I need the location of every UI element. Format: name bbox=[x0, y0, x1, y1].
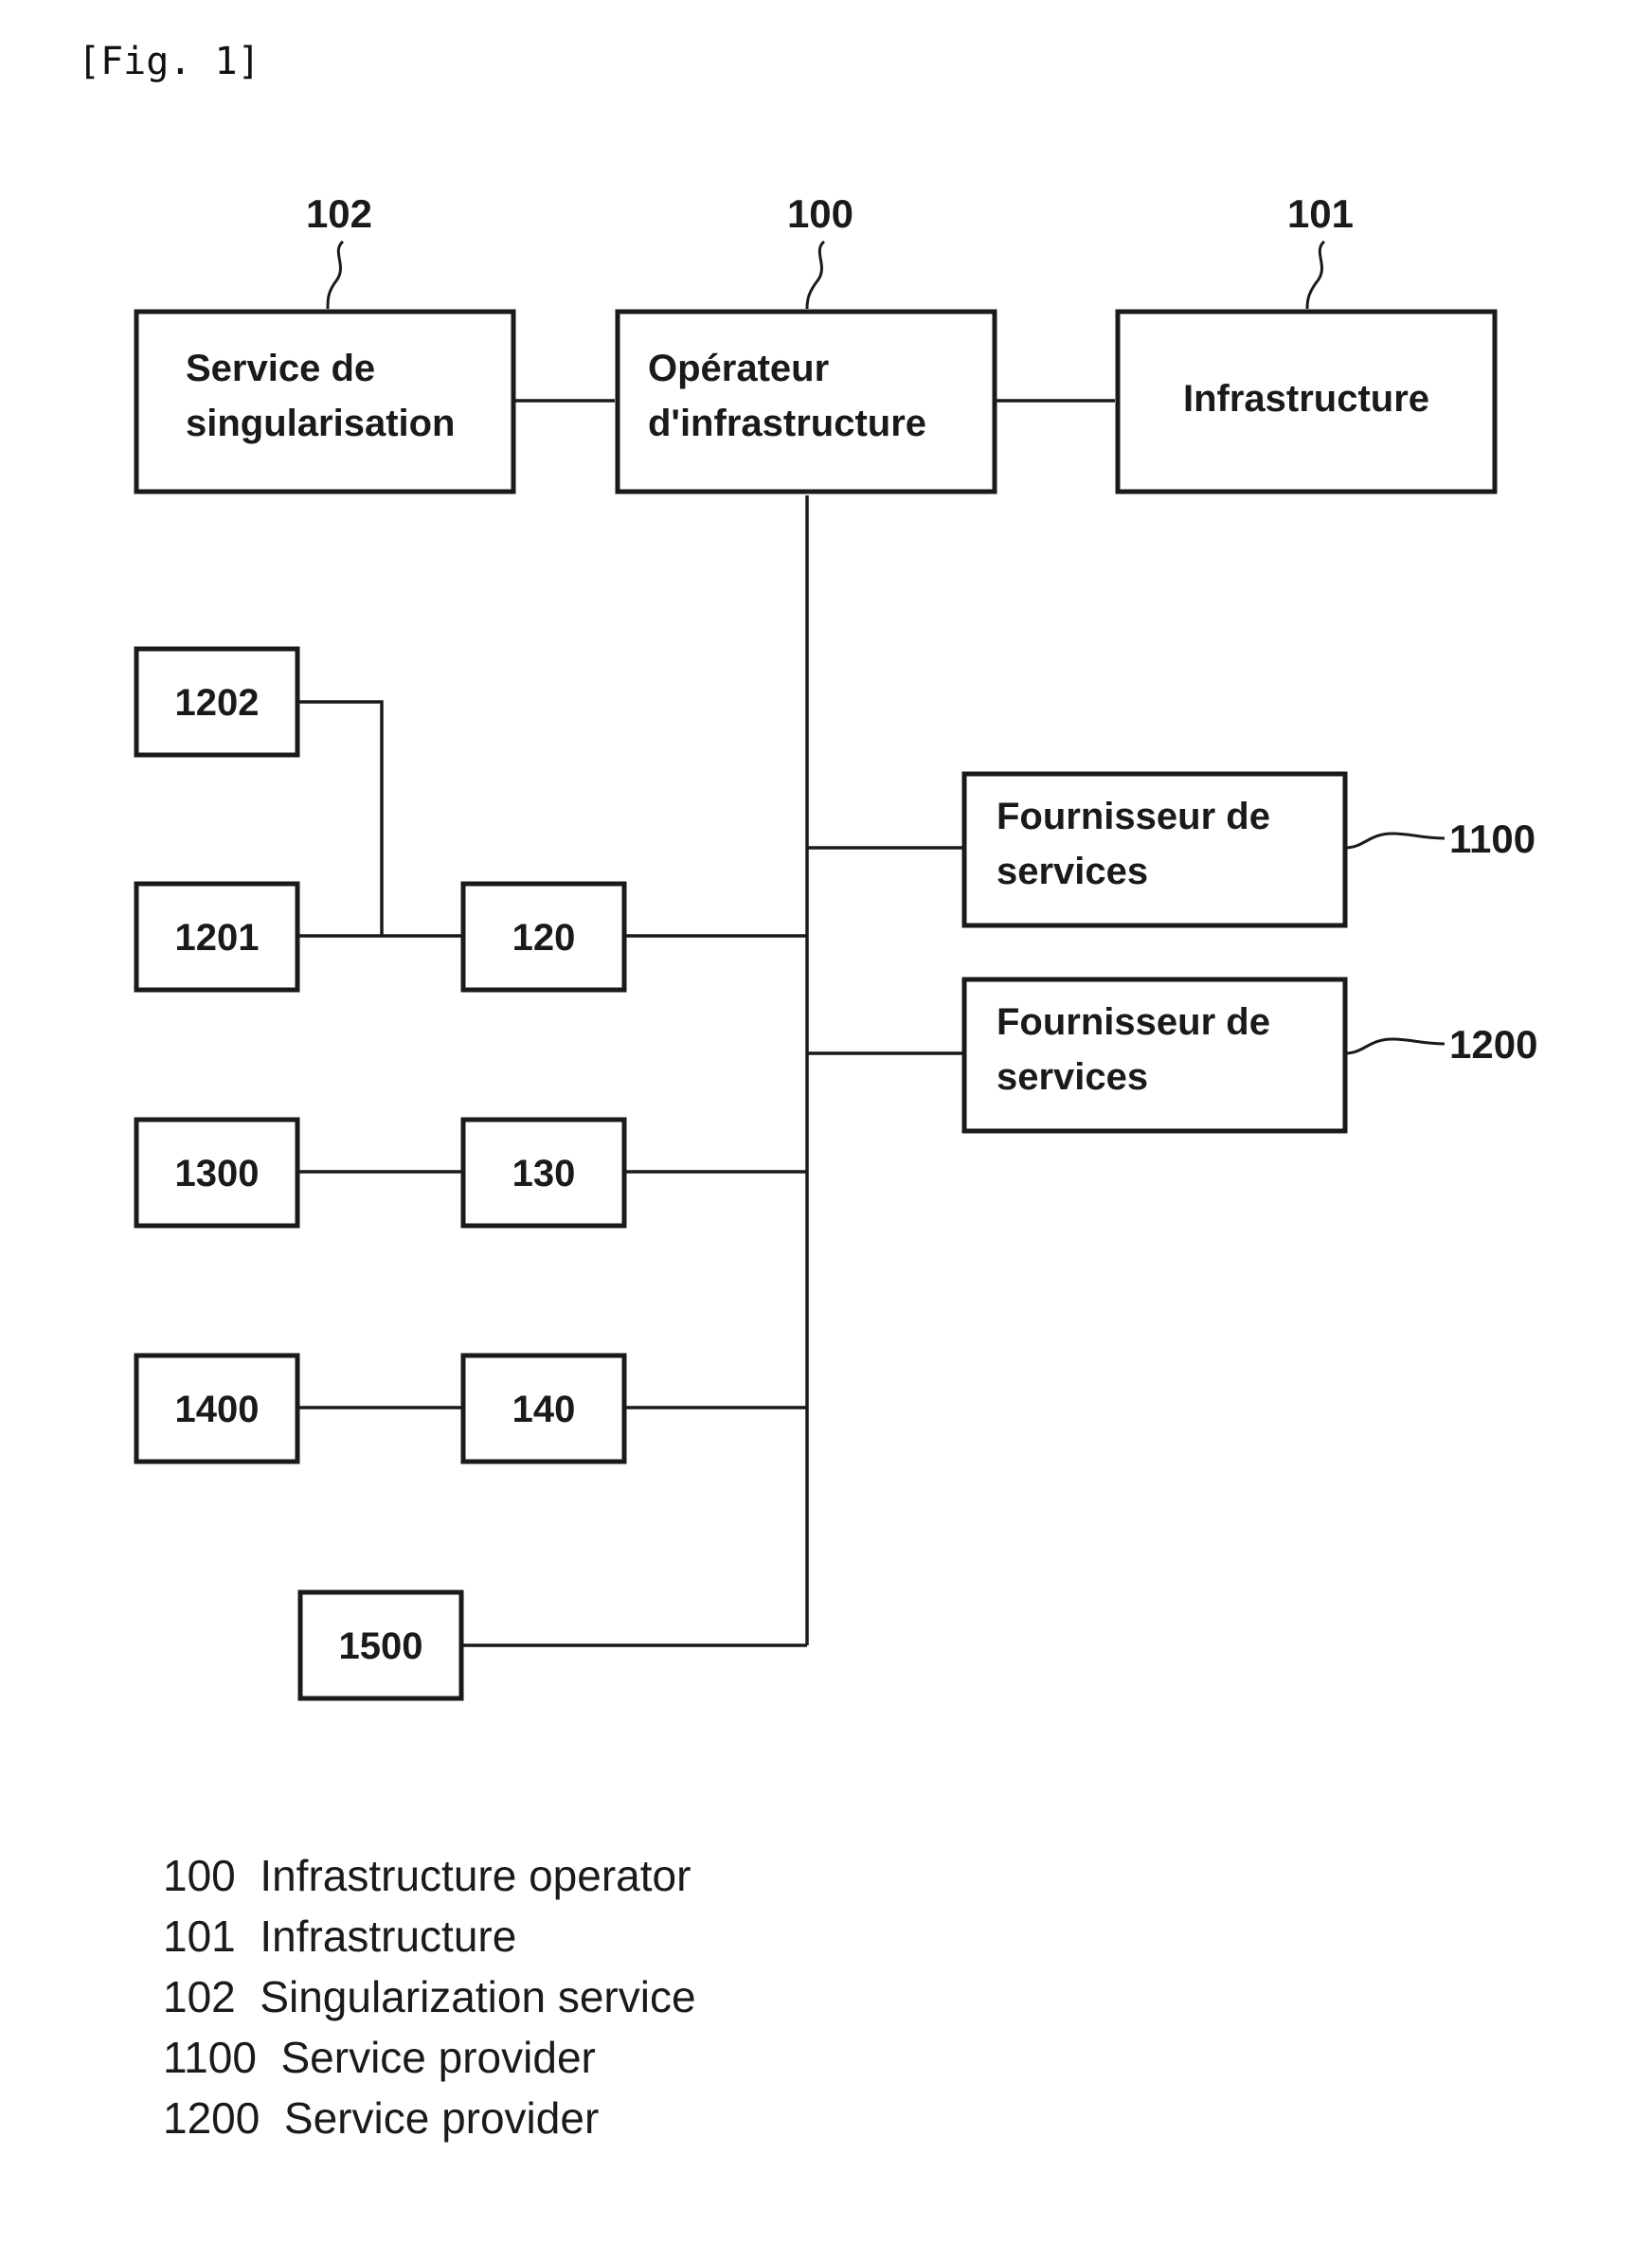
leader-1200 bbox=[1344, 1037, 1446, 1055]
infrastructure-box: Infrastructure bbox=[1115, 309, 1498, 494]
legend-item: 1100 Service provider bbox=[163, 2027, 696, 2088]
box-1202: 1202 bbox=[134, 646, 300, 758]
box-1201: 1201 bbox=[134, 881, 300, 993]
svg-text:1201: 1201 bbox=[175, 917, 260, 959]
provider-1100-line-2: services bbox=[997, 851, 1148, 892]
singularisation-service-box: Service de singularisation bbox=[134, 309, 516, 494]
legend-number: 101 bbox=[163, 1912, 236, 1961]
legend-text: Service provider bbox=[280, 2033, 596, 2082]
box-1500: 1500 bbox=[297, 1589, 464, 1701]
svg-text:120: 120 bbox=[512, 917, 576, 959]
service-provider-1100-box: Fournisseur de services bbox=[961, 771, 1348, 928]
legend-text: Infrastructure operator bbox=[260, 1851, 691, 1900]
ref-102: 102 bbox=[306, 191, 372, 236]
legend-number: 1200 bbox=[163, 2093, 260, 2143]
infrastructure-label: Infrastructure bbox=[1183, 378, 1429, 420]
legend-item: 1200 Service provider bbox=[163, 2088, 696, 2148]
leader-1100 bbox=[1344, 832, 1446, 850]
legend-item: 102 Singularization service bbox=[163, 1966, 696, 2027]
legend: 100 Infrastructure operator 101 Infrastr… bbox=[163, 1845, 696, 2148]
svg-text:130: 130 bbox=[512, 1153, 576, 1194]
ref-101: 101 bbox=[1287, 191, 1354, 236]
infrastructure-operator-box: Opérateur d'infrastructure bbox=[615, 309, 997, 494]
singularisation-line-2: singularisation bbox=[186, 403, 456, 444]
box-1400: 1400 bbox=[134, 1353, 300, 1464]
reference-leaders bbox=[326, 240, 1446, 1055]
ref-1100: 1100 bbox=[1449, 817, 1535, 861]
legend-number: 102 bbox=[163, 1972, 236, 2021]
ref-100: 100 bbox=[787, 191, 853, 236]
legend-text: Service provider bbox=[283, 2093, 600, 2143]
legend-item: 101 Infrastructure bbox=[163, 1906, 696, 1966]
ref-1200: 1200 bbox=[1449, 1022, 1537, 1067]
figure-label: [Fig. 1] bbox=[78, 40, 260, 83]
box-140: 140 bbox=[460, 1353, 627, 1464]
connections bbox=[297, 399, 1115, 1647]
provider-1200-line-1: Fournisseur de bbox=[997, 1001, 1270, 1043]
leader-102 bbox=[326, 240, 345, 310]
provider-1100-line-1: Fournisseur de bbox=[997, 796, 1270, 837]
legend-number: 100 bbox=[163, 1851, 236, 1900]
svg-text:140: 140 bbox=[512, 1389, 576, 1430]
svg-text:1500: 1500 bbox=[339, 1625, 423, 1667]
svg-text:1400: 1400 bbox=[175, 1389, 260, 1430]
legend-number: 1100 bbox=[163, 2033, 257, 2082]
box-1300: 1300 bbox=[134, 1117, 300, 1229]
operator-line-1: Opérateur bbox=[648, 348, 829, 389]
legend-item: 100 Infrastructure operator bbox=[163, 1845, 696, 1906]
service-provider-1200-box: Fournisseur de services bbox=[961, 977, 1348, 1134]
svg-text:1300: 1300 bbox=[175, 1153, 260, 1194]
box-120: 120 bbox=[460, 881, 627, 993]
legend-text: Infrastructure bbox=[260, 1912, 517, 1961]
leader-101 bbox=[1305, 240, 1326, 310]
operator-line-2: d'infrastructure bbox=[648, 403, 926, 444]
svg-text:1202: 1202 bbox=[175, 682, 260, 724]
provider-1200-line-2: services bbox=[997, 1056, 1148, 1098]
box-130: 130 bbox=[460, 1117, 627, 1229]
link-1202-junction bbox=[297, 700, 384, 936]
legend-text: Singularization service bbox=[260, 1972, 696, 2021]
leader-100 bbox=[805, 240, 826, 310]
singularisation-line-1: Service de bbox=[186, 348, 375, 389]
